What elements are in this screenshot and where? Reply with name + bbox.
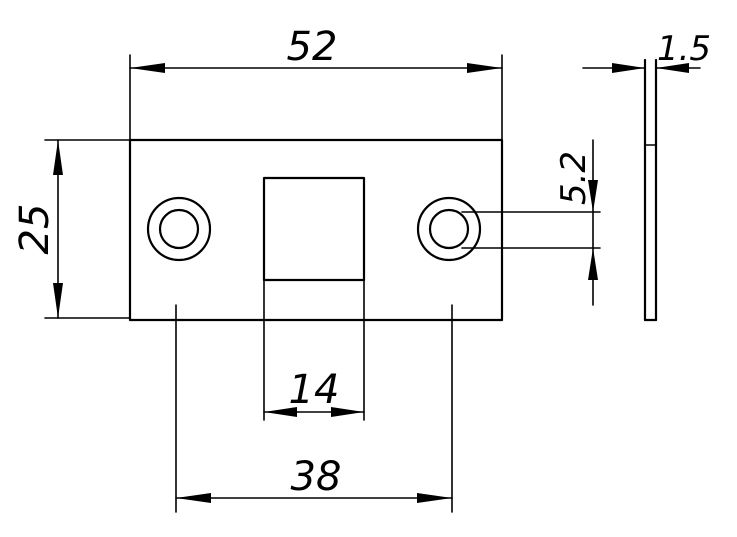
dimension-hole-spacing-label: 38	[291, 454, 342, 500]
dimension-height-label: 25	[12, 204, 58, 255]
right-screw-hole	[416, 196, 482, 262]
dimension-hole-offset-label: 5.2	[554, 151, 594, 205]
left-screw-hole	[146, 196, 212, 262]
dimension-hole-spacing: 38	[175, 304, 453, 513]
dimension-hole-offset: 5.2	[461, 139, 601, 306]
latch-slot	[262, 176, 366, 282]
dimension-thickness: 1.5	[582, 29, 711, 73]
plate-outline	[128, 138, 504, 322]
dimension-width: 52	[129, 24, 503, 141]
dimension-slot-width: 14	[263, 279, 365, 421]
dimension-slot-width-label: 14	[289, 367, 340, 413]
dimension-width-label: 52	[287, 24, 338, 70]
dimension-height: 25	[12, 139, 131, 319]
side-view-profile	[643, 58, 658, 322]
dimension-thickness-label: 1.5	[657, 29, 711, 69]
